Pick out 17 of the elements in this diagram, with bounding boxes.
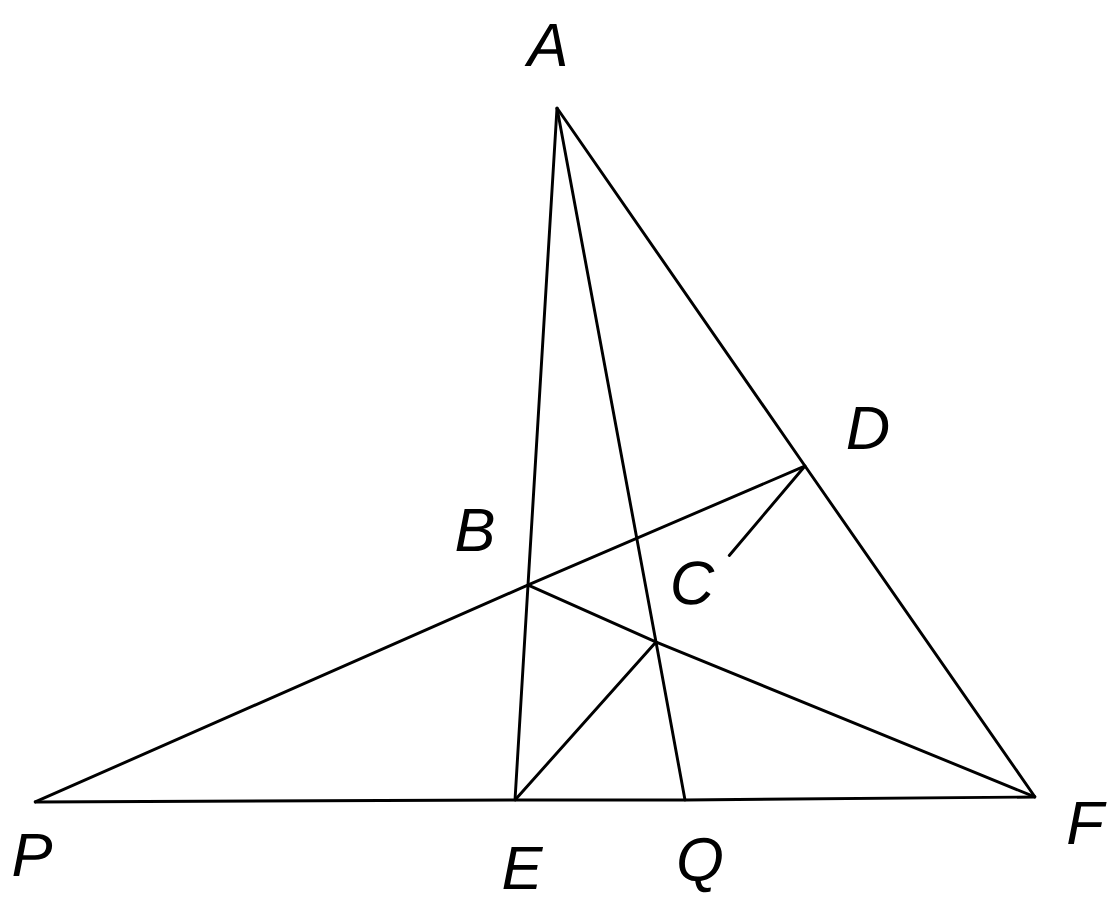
point-label: P: [13, 833, 53, 877]
line-segment: [654, 640, 1037, 799]
line-segment: [526, 583, 658, 644]
point-label: B: [456, 508, 494, 552]
point-label: Q: [679, 837, 722, 893]
line-segment: [555, 106, 807, 468]
line-segment: [526, 106, 559, 587]
point-label: C: [673, 561, 715, 605]
line-segment: [513, 640, 658, 802]
line-segment: [803, 464, 1037, 799]
line-segment: [33, 583, 530, 804]
point-label: D: [847, 406, 889, 450]
point-label: F: [1068, 801, 1107, 845]
point-label: E: [503, 846, 543, 890]
line-segment: [727, 464, 807, 557]
line-segment: [33, 798, 517, 804]
point-label: A: [524, 23, 566, 67]
